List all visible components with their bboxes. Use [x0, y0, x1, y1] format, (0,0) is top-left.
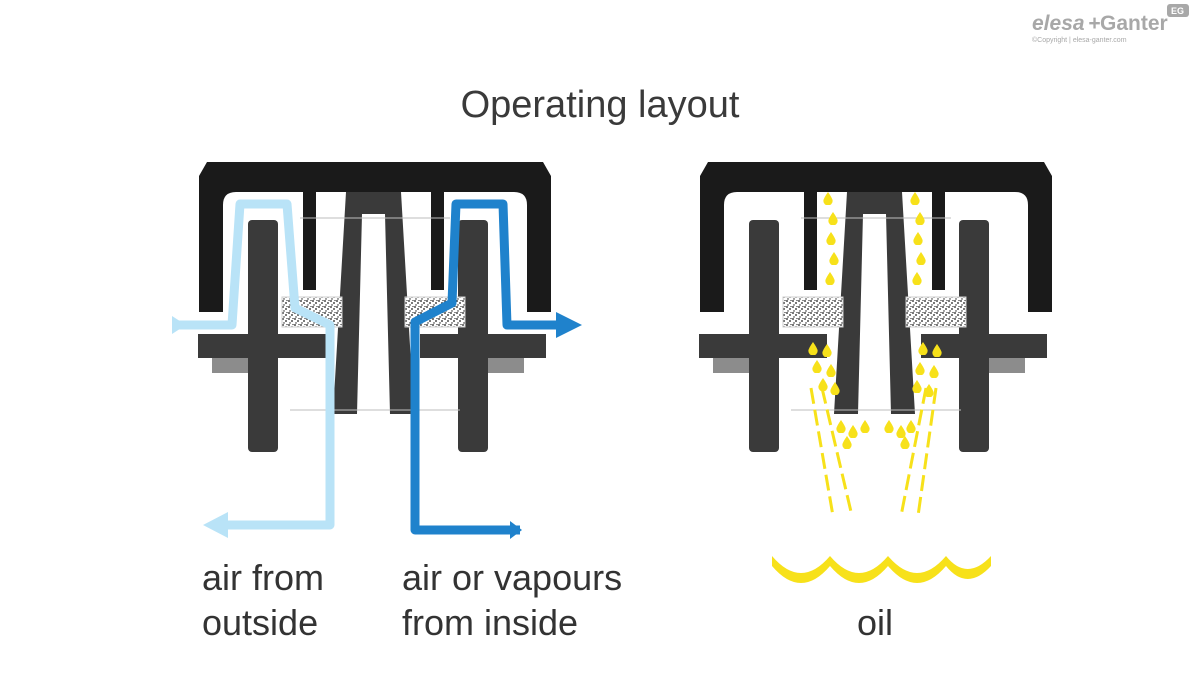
caption-air-from-outside: air from outside: [202, 555, 324, 645]
logo-copyright: ©Copyright | elesa-ganter.com: [1032, 36, 1127, 44]
oil-droplets-lower: [808, 342, 942, 449]
flange-shadow-right-r: [989, 358, 1025, 373]
air-from-outside-path: [176, 199, 335, 530]
caption-air-from-inside: air or vapours from inside: [402, 555, 622, 645]
flange-right-l: [699, 334, 827, 358]
flange-right-r: [921, 334, 1047, 358]
flange-left-l: [198, 334, 326, 358]
caption-air-inside-line2: from inside: [402, 602, 579, 643]
oil-surface: [772, 556, 991, 583]
flange-shadow-left-r: [488, 358, 524, 373]
air-outside-outlet-arrow: [203, 512, 228, 538]
air-outside-inlet-arrow: [172, 316, 186, 334]
caption-air-outside-line2: outside: [202, 602, 319, 643]
air-inside-outlet-arrow: [556, 312, 582, 338]
center-spigot-right: [834, 192, 915, 414]
logo-ganter: Ganter: [1100, 12, 1168, 35]
breather-left: [172, 162, 582, 539]
breather-right: [699, 162, 1052, 583]
logo-badge-text: EG: [1171, 6, 1184, 16]
caption-air-outside-line1: air from: [202, 557, 325, 598]
filter-right-l: [782, 296, 844, 328]
fin-left-2: [431, 192, 444, 290]
air-inside-inlet-arrow: [510, 521, 522, 539]
caption-oil: oil: [857, 602, 894, 643]
fin-left-1: [303, 192, 316, 290]
flange-left-r: [420, 334, 546, 358]
air-from-inside-path: [410, 199, 557, 535]
flange-shadow-left-l: [212, 358, 248, 373]
logo-elesa: elesa: [1032, 12, 1085, 35]
center-spigot-left: [333, 192, 414, 414]
filter-right-r: [905, 296, 967, 328]
fin-right-2: [932, 192, 945, 290]
page-title: Operating layout: [460, 84, 740, 126]
oil-return-streams: [809, 387, 938, 517]
elesa-ganter-logo: elesa + Ganter EG ©Copyright | elesa-gan…: [1032, 4, 1189, 44]
logo-badge: [1167, 4, 1189, 17]
caption-air-inside-line1: air or vapours: [402, 557, 623, 598]
flange-shadow-right-l: [713, 358, 749, 373]
logo-plus: +: [1088, 12, 1100, 35]
fin-right-1: [804, 192, 817, 290]
